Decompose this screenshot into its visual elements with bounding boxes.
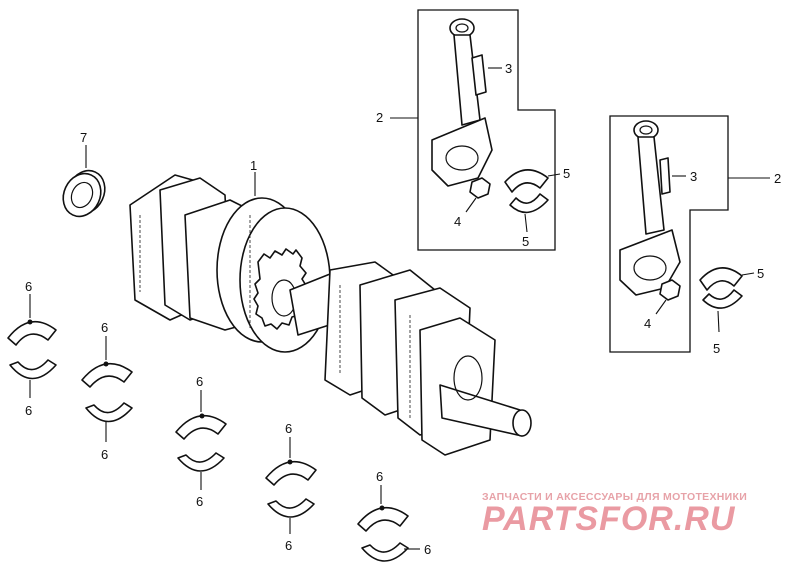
nut-left-label: 4: [454, 214, 461, 229]
main-bearing-5-lower-label: 6: [424, 542, 431, 557]
rod-bearing-left: 5 5: [504, 166, 570, 249]
main-bearing-1-lower-label: 6: [25, 403, 32, 418]
main-bearing-pair-2: 6 6: [81, 320, 133, 462]
rod-bearing-right-upper-label: 5: [757, 266, 764, 281]
rod-right-label: 2: [774, 171, 781, 186]
crankshaft: [129, 174, 532, 456]
rod-bearing-right: 5 5: [699, 266, 764, 356]
main-bearing-3-upper-label: 6: [196, 374, 203, 389]
main-bearing-1-upper-label: 6: [25, 279, 32, 294]
nut-right-label: 4: [644, 316, 651, 331]
main-bearing-pair-3: 6 6: [175, 374, 227, 509]
main-bearing-4-upper-label: 6: [285, 421, 292, 436]
bolt-left-label: 3: [505, 61, 512, 76]
main-bearing-pair-5: 6 6: [357, 469, 431, 562]
rod-bearing-left-upper-label: 5: [563, 166, 570, 181]
crankshaft-callout: 1: [250, 158, 257, 196]
rod-left-label: 2: [376, 110, 383, 125]
connecting-rod-left: 2 3 4: [376, 9, 556, 251]
watermark-logo: PARTSFOR.RU: [482, 500, 736, 538]
oil-seal: 7: [62, 130, 106, 218]
main-bearing-4-lower-label: 6: [285, 538, 292, 553]
watermark: ЗАПЧАСТИ И АКСЕССУАРЫ ДЛЯ МОТОТЕХНИКИ PA…: [482, 491, 747, 538]
main-bearing-pair-1: 6 6: [7, 279, 57, 418]
main-bearing-2-lower-label: 6: [101, 447, 108, 462]
oil-seal-label: 7: [80, 130, 87, 145]
rod-bearing-right-lower-label: 5: [713, 341, 720, 356]
main-bearing-5-upper-label: 6: [376, 469, 383, 484]
bolt-right-label: 3: [690, 169, 697, 184]
main-bearing-2-upper-label: 6: [101, 320, 108, 335]
main-bearing-pair-4: 6 6: [265, 421, 317, 553]
connecting-rod-right: 2 3 4: [609, 115, 781, 353]
watermark-tagline: ЗАПЧАСТИ И АКСЕССУАРЫ ДЛЯ МОТОТЕХНИКИ: [482, 491, 747, 503]
rod-bearing-left-lower-label: 5: [522, 234, 529, 249]
main-bearing-3-lower-label: 6: [196, 494, 203, 509]
crankshaft-label: 1: [250, 158, 257, 173]
